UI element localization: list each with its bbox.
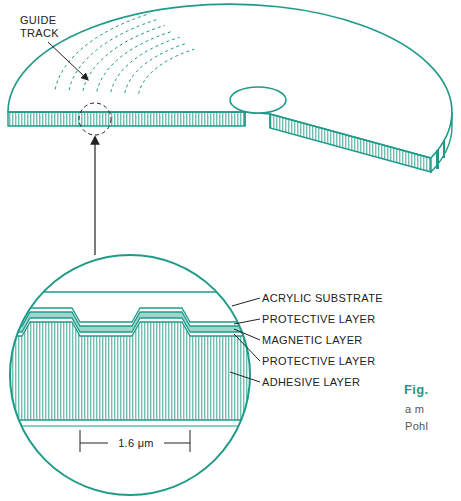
guide-track-arc — [83, 25, 165, 90]
guide-track-arcs — [55, 13, 194, 93]
leader-line — [234, 334, 260, 361]
leader-line — [230, 372, 260, 382]
layer-boundary — [0, 322, 300, 336]
dimension-tick — [80, 430, 81, 452]
lens-outline — [10, 255, 250, 495]
magnify-arrow — [94, 140, 95, 255]
cross-section — [0, 292, 300, 426]
rim-mark — [443, 140, 445, 158]
adhesive-bottom — [0, 419, 270, 420]
hole-wall — [245, 112, 270, 128]
layer-boundary — [0, 312, 300, 326]
magnifier-circle — [79, 103, 111, 135]
guide-track-arc — [111, 37, 180, 92]
disk-cut-face — [270, 114, 431, 172]
part-label: GUIDE TRACK — [20, 14, 72, 40]
rim-mark — [436, 150, 439, 169]
leader-line — [48, 42, 86, 78]
caption-fragment: Fig. — [404, 383, 428, 396]
dimension-label: 1.6 μm — [108, 437, 164, 450]
layer-boundary — [0, 318, 300, 332]
guide-track-arc — [139, 49, 195, 94]
section-bottom — [0, 426, 270, 427]
adhesive-layer — [0, 322, 300, 420]
caption-fragment: Pohl — [405, 420, 428, 433]
guide-track-arc — [125, 43, 187, 93]
leader-line — [234, 319, 260, 324]
guide-track-arc — [69, 19, 157, 90]
layer-label: ADHESIVE LAYER — [262, 376, 360, 389]
layer-label: PROTECTIVE LAYER — [262, 355, 375, 368]
dimension-tick — [190, 430, 191, 452]
disk-surface — [8, 4, 452, 158]
substrate-top — [0, 291, 270, 292]
layer-label: MAGNETIC LAYER — [262, 334, 363, 347]
guide-track-arc — [55, 13, 150, 89]
guide-track-arc — [97, 31, 172, 91]
center-hole — [230, 87, 286, 113]
disk-cut-face — [8, 112, 245, 126]
disk-rim — [431, 112, 452, 172]
leader-line — [232, 298, 260, 306]
layer-label: ACRYLIC SUBSTRATE — [262, 292, 383, 305]
layer-label: PROTECTIVE LAYER — [262, 313, 375, 326]
caption-fragment: a m — [405, 403, 424, 416]
